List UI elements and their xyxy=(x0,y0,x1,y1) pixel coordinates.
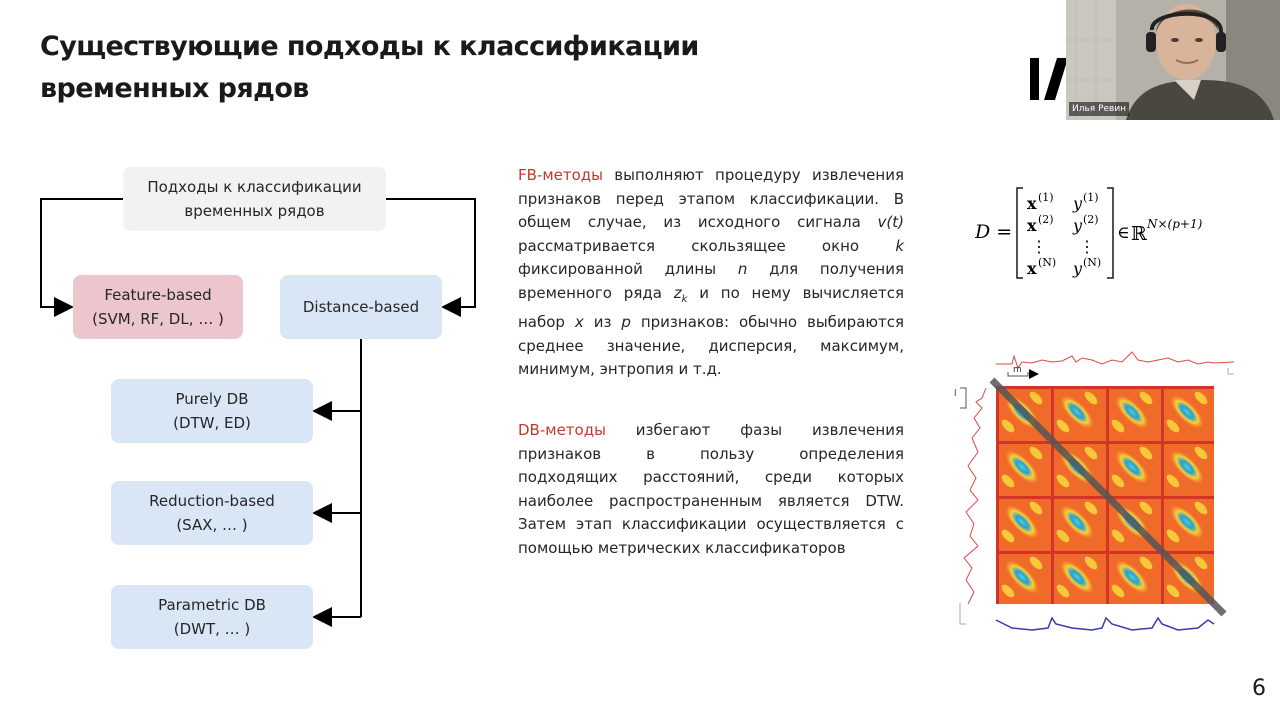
top-series-line xyxy=(996,351,1235,370)
diagram-node-root-line-1: Подходы к классификации xyxy=(147,178,362,196)
fb-line-5-text-a: фиксированной длины xyxy=(518,260,738,278)
formula-y-sup-2: (2) xyxy=(1083,213,1099,226)
fb-line-1-text: выполняют процедуру извлечения xyxy=(603,166,904,184)
diagram-node-parametric-db: Parametric DB (DWT, … ) xyxy=(111,585,313,649)
slide-title-line-1: Существующие подходы к классификации xyxy=(40,31,699,62)
formula-left-bracket xyxy=(1016,187,1023,279)
formula-reals: ℝ xyxy=(1131,223,1147,245)
diagram-node-root: Подходы к классификации временных рядов xyxy=(123,167,386,231)
formula-vdots-x: ⋮ xyxy=(1031,237,1047,256)
diagram-node-reduction-based-line-1: Reduction-based xyxy=(149,492,275,510)
diagram-node-feature-based-line-1: Feature-based xyxy=(104,286,212,304)
dtw-heatmap-figure: m l xyxy=(954,351,1235,631)
fb-line-9: минимум, энтропия и т.д. xyxy=(518,360,722,378)
heatmap-diagonal xyxy=(989,377,1227,617)
fb-line-2: признаков перед этапом классификации. В xyxy=(518,189,904,208)
bottom-series-line xyxy=(995,616,1215,631)
fb-line-6: временного ряда zk и по нему вычисляется xyxy=(518,282,904,312)
fb-length-symbol: n xyxy=(737,260,748,278)
db-line-4: наиболее распространенным является DTW. xyxy=(518,491,904,510)
fb-line-7-text-b: из xyxy=(583,313,622,331)
db-methods-paragraph: DB-методы избегают фазы извлечения призн… xyxy=(518,419,904,560)
formula-element-of: ∈ xyxy=(1117,223,1130,243)
diagram-node-purely-db: Purely DB (DTW, ED) xyxy=(111,379,313,443)
diagram-node-distance-based-label: Distance-based xyxy=(302,298,420,316)
db-methods-term: DB-методы xyxy=(518,421,606,439)
fb-line-7-text-a: набор xyxy=(518,313,575,331)
diagram-node-distance-based: Distance-based xyxy=(280,275,442,339)
fb-methods-paragraph: FB-методы выполняют процедуру извлечения… xyxy=(518,164,904,382)
db-line-1: DB-методы избегают фазы извлечения xyxy=(518,419,904,443)
fb-line-8: среднее значение, дисперсия, максимум, xyxy=(518,336,904,355)
formula-x-row-2: x xyxy=(1027,216,1037,235)
slide-title: Существующие подходы к классификации вре… xyxy=(40,26,840,110)
participant-video-tile[interactable]: Илья Ревин xyxy=(1066,0,1280,120)
diagram-node-reduction-based: Reduction-based (SAX, … ) xyxy=(111,481,313,545)
fb-series-subscript: k xyxy=(681,293,688,305)
formula-lhs: D = xyxy=(975,221,1012,243)
formula-x-sup-1: (1) xyxy=(1038,191,1054,204)
fb-line-5: фиксированной длины n для получения xyxy=(518,258,904,282)
fb-line-7: набор x из p признаков: обычно выбираютс… xyxy=(518,311,904,335)
fb-set-symbol: x xyxy=(574,313,584,331)
window-label-l: l xyxy=(954,389,957,399)
diagram-node-parametric-db-line-1: Parametric DB xyxy=(158,596,266,614)
fb-line-7-text-c: признаков: обычно выбираются xyxy=(630,313,905,331)
fb-line-6-text-a: временного ряда xyxy=(518,283,674,302)
formula-dimension: N×(p+1) xyxy=(1146,217,1203,231)
fb-series-symbol: z xyxy=(673,283,682,302)
fb-feature-count-symbol: p xyxy=(621,313,631,331)
fb-line-3: общем случае, из исходного сигнала v(t) xyxy=(518,211,904,235)
fb-methods-term: FB-методы xyxy=(518,166,604,184)
matrix-formula: D = x (1) y (1) x (2) y (2) ⋮ ⋮ x (N) y … xyxy=(975,187,1203,279)
formula-y-row-2: y xyxy=(1072,216,1083,235)
top-window-bracket xyxy=(1007,372,1029,377)
formula-x-sup-n: (N) xyxy=(1038,256,1056,269)
fb-line-1: FB-методы выполняют процедуру извлечения xyxy=(518,164,904,188)
fb-line-4: рассматривается скользящее окно k xyxy=(518,235,904,259)
diagram-node-purely-db-line-2: (DTW, ED) xyxy=(173,414,251,432)
db-line-5: Затем этап классификации осуществляется … xyxy=(518,515,904,533)
formula-y-row-n: y xyxy=(1072,259,1083,278)
fb-line-6-text-b: и по нему вычисляется xyxy=(687,283,904,302)
fb-window-symbol: k xyxy=(895,236,904,255)
formula-y-sup-1: (1) xyxy=(1083,191,1099,204)
db-line-6: помощью метрических классификаторов xyxy=(518,538,846,557)
diagram-node-feature-based-line-2: (SVM, RF, DL, … ) xyxy=(92,310,224,328)
db-line-2: признаков в пользу определения xyxy=(518,444,904,463)
participant-name: Илья Ревин xyxy=(1069,102,1130,116)
fb-line-4-text: рассматривается скользящее окно xyxy=(518,236,896,255)
diagram-node-purely-db-line-1: Purely DB xyxy=(175,390,249,408)
brand-logo xyxy=(1030,58,1068,100)
left-series-line xyxy=(963,387,987,605)
participant-video-image xyxy=(1066,0,1280,120)
formula-x-row-n: x xyxy=(1027,259,1037,278)
formula-right-bracket xyxy=(1107,187,1114,279)
formula-x-sup-2: (2) xyxy=(1038,213,1054,226)
fb-line-3-text: общем случае, из исходного сигнала xyxy=(518,213,878,231)
diagram-node-parametric-db-line-2: (DWT, … ) xyxy=(173,620,251,638)
fb-signal-symbol: v(t) xyxy=(877,213,904,231)
left-window-bracket xyxy=(960,387,967,409)
window-label-m: m xyxy=(1013,365,1022,375)
db-line-1-text: избегают фазы извлечения xyxy=(605,421,904,439)
diagram-node-reduction-based-line-2: (SAX, … ) xyxy=(176,516,248,534)
formula-y-sup-n: (N) xyxy=(1083,256,1101,269)
formula-y-row-1: y xyxy=(1072,194,1083,213)
db-line-3: подходящих расстояний, среди которых xyxy=(518,468,904,486)
formula-vdots-y: ⋮ xyxy=(1079,237,1095,256)
formula-x-row-1: x xyxy=(1027,194,1037,213)
diagram-node-feature-based: Feature-based (SVM, RF, DL, … ) xyxy=(73,275,243,339)
diagram-node-root-line-2: временных рядов xyxy=(184,202,325,220)
fb-line-5-text-b: для получения xyxy=(747,260,905,278)
slide-title-line-2: временных рядов xyxy=(40,73,309,104)
page-number: 6 xyxy=(1252,676,1266,701)
